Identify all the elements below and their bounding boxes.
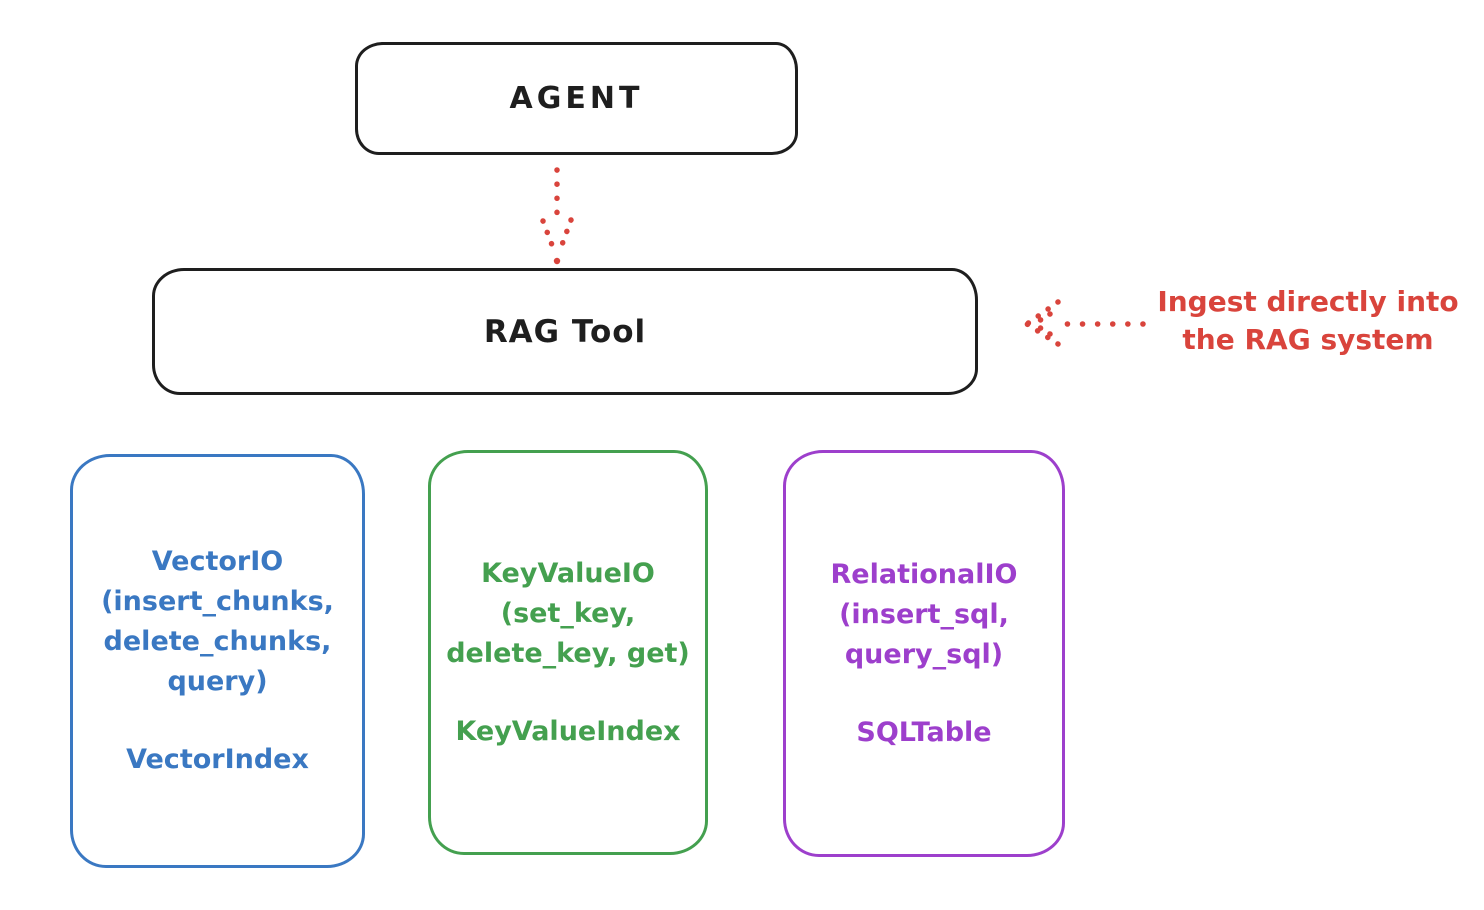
agent-node-label: AGENT <box>509 81 644 116</box>
vector-io-card-title: VectorIO (insert_chunks, delete_chunks, … <box>101 542 334 702</box>
rag-tool-node-label: RAG Tool <box>483 313 647 350</box>
key-value-io-card: KeyValueIO (set_key, delete_key, get) Ke… <box>428 450 708 855</box>
key-value-io-line: (set_key, <box>500 597 636 629</box>
relational-io-line: RelationalIO <box>830 558 1018 590</box>
ingest-annotation-line2: the RAG system <box>1182 323 1434 356</box>
relational-io-line: (insert_sql, <box>839 598 1009 630</box>
key-value-io-line: delete_key, get) <box>446 637 690 669</box>
vector-io-line: (insert_chunks, <box>101 586 334 617</box>
ingest-annotation-arrow <box>1024 299 1146 347</box>
vector-io-line: delete_chunks, <box>103 626 332 657</box>
key-value-io-line: KeyValueIO <box>481 557 655 589</box>
ingest-annotation: Ingest directly into the RAG system <box>1138 283 1478 359</box>
vector-io-line: query) <box>167 666 268 697</box>
key-value-io-card-title: KeyValueIO (set_key, delete_key, get) <box>446 554 690 674</box>
rag-tool-node: RAG Tool <box>152 268 978 395</box>
key-value-index-label: KeyValueIndex <box>455 715 681 747</box>
relational-io-line: query_sql) <box>844 638 1004 670</box>
vector-io-card: VectorIO (insert_chunks, delete_chunks, … <box>70 454 365 868</box>
relational-io-card: RelationalIO (insert_sql, query_sql) SQL… <box>783 450 1065 857</box>
relational-io-card-title: RelationalIO (insert_sql, query_sql) <box>831 555 1018 675</box>
ingest-annotation-line1: Ingest directly into <box>1157 285 1459 318</box>
agent-to-rag-arrow <box>540 167 574 265</box>
vector-index-label: VectorIndex <box>126 744 309 775</box>
vector-io-line: VectorIO <box>151 546 284 577</box>
sql-table-label: SQLTable <box>856 716 992 748</box>
agent-node: AGENT <box>355 42 798 155</box>
